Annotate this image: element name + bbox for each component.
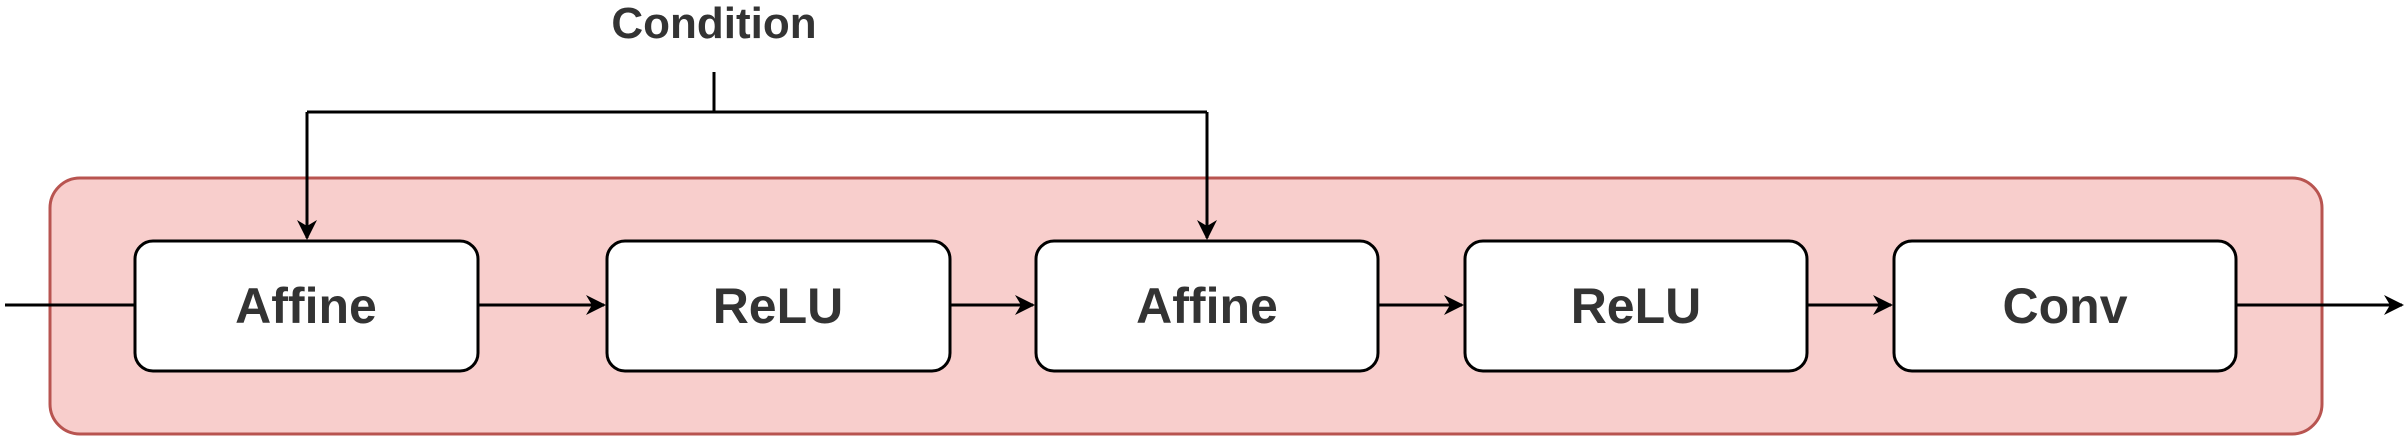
node-label: Affine bbox=[235, 278, 377, 334]
node-label: Affine bbox=[1136, 278, 1278, 334]
node-relu-1: ReLU bbox=[605, 239, 952, 373]
node-relu-2: ReLU bbox=[1463, 239, 1809, 373]
condition-label: Condition bbox=[611, 0, 816, 48]
node-affine-1: Affine bbox=[133, 239, 480, 373]
node-label: ReLU bbox=[713, 278, 844, 334]
node-affine-2: Affine bbox=[1034, 239, 1380, 373]
node-conv: Conv bbox=[1892, 239, 2238, 373]
node-label: ReLU bbox=[1571, 278, 1702, 334]
node-label: Conv bbox=[2003, 278, 2128, 334]
